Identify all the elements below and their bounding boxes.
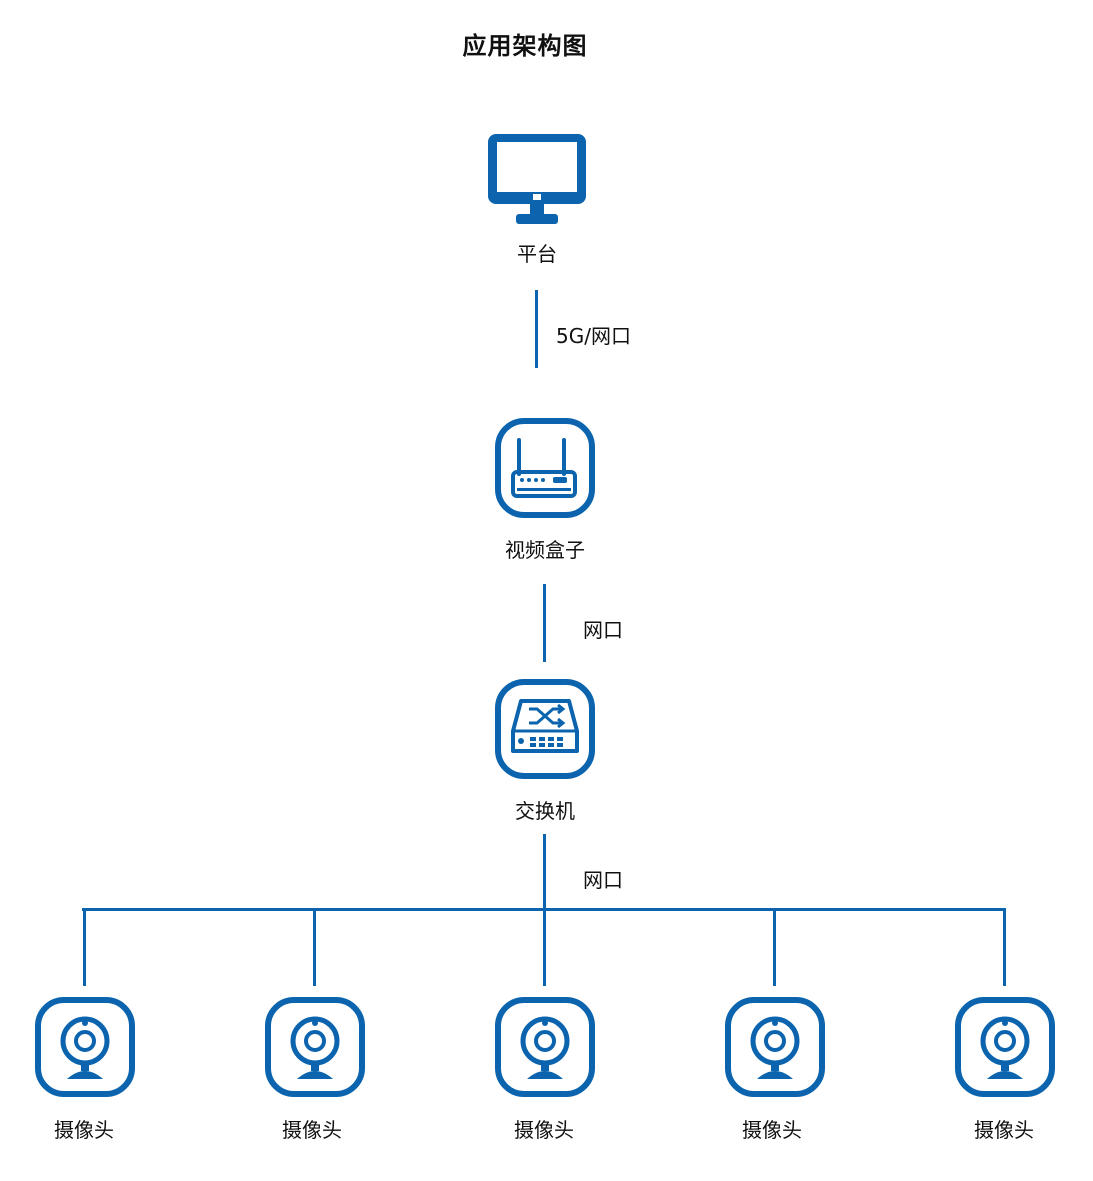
camera-drop-1	[83, 908, 86, 986]
monitor-icon	[486, 132, 588, 226]
network-switch-icon	[495, 679, 595, 779]
connector-platform-to-box	[535, 290, 538, 368]
connector-switch-trunk	[543, 834, 546, 911]
webcam-icon	[955, 997, 1055, 1097]
camera-drop-5	[1003, 908, 1006, 986]
router-icon	[495, 418, 595, 518]
webcam-icon	[725, 997, 825, 1097]
camera-label-3: 摄像头	[514, 1118, 574, 1142]
diagram-title: 应用架构图	[462, 32, 588, 60]
connection-label-port-1: 网口	[583, 618, 623, 642]
webcam-icon	[35, 997, 135, 1097]
webcam-icon	[265, 997, 365, 1097]
camera-drop-4	[773, 908, 776, 986]
connection-label-port-2: 网口	[583, 868, 623, 892]
camera-label-5: 摄像头	[974, 1118, 1034, 1142]
camera-label-1: 摄像头	[54, 1118, 114, 1142]
camera-drop-2	[313, 908, 316, 986]
camera-label-2: 摄像头	[282, 1118, 342, 1142]
camera-drop-3	[543, 908, 546, 986]
connection-label-5g: 5G/网口	[556, 324, 631, 348]
webcam-icon	[495, 997, 595, 1097]
switch-label: 交换机	[515, 799, 575, 823]
connector-box-to-switch	[543, 584, 546, 662]
camera-label-4: 摄像头	[742, 1118, 802, 1142]
platform-label: 平台	[517, 242, 557, 266]
video-box-label: 视频盒子	[505, 538, 585, 562]
